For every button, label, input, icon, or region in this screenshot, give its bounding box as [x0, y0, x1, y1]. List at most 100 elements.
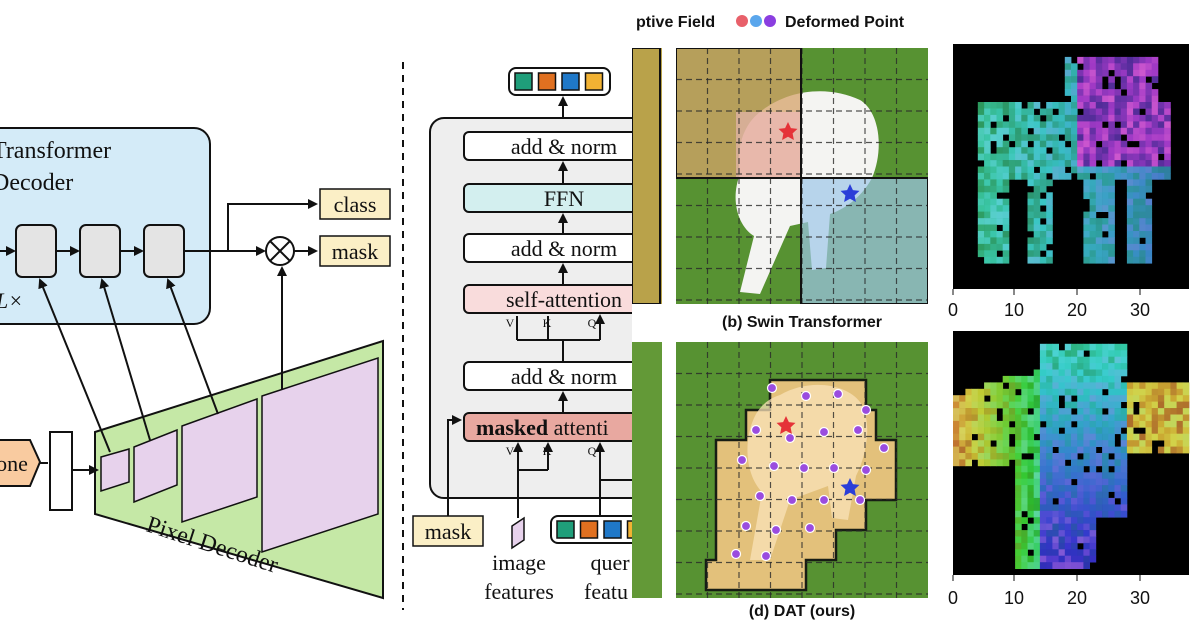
feature-pixel: [1046, 224, 1053, 232]
feature-pixel: [1151, 108, 1159, 116]
feature-pixel: [1102, 356, 1109, 364]
feature-pixel: [1021, 121, 1028, 129]
feature-pixel: [1133, 388, 1140, 396]
feature-pixel: [1151, 56, 1159, 64]
feature-pixel: [1120, 140, 1128, 148]
mask-output-box: [319, 235, 391, 267]
feature-pixel: [1108, 231, 1115, 238]
feature-pixel: [1139, 56, 1146, 64]
feature-pixel: [1021, 517, 1028, 524]
feature-pixel: [1071, 356, 1078, 364]
feature-pixel: [990, 166, 997, 174]
feature-pixel: [1145, 395, 1153, 402]
feature-pixel: [1133, 414, 1140, 422]
feature-pixel: [1064, 121, 1072, 129]
feature-pixel: [1064, 427, 1072, 435]
feature-pixel: [1021, 542, 1028, 550]
feature-pixel: [1108, 369, 1115, 377]
feature-pixel: [1015, 459, 1022, 467]
feature-pixel: [1046, 179, 1053, 187]
feature-pixel: [1126, 250, 1134, 258]
feature-pixel: [1089, 542, 1097, 550]
feature-pixel: [1083, 504, 1090, 512]
legend-receptive-field: ptive Field: [636, 14, 715, 31]
feature-pixel: [1164, 160, 1171, 167]
feature-pixel: [1033, 485, 1041, 492]
feature-pixel: [1182, 388, 1190, 396]
feature-pixel: [1133, 218, 1140, 225]
feature-pixel: [1039, 369, 1047, 377]
feature-pixel: [971, 401, 979, 409]
deformed-point: [750, 424, 762, 436]
feature-pixel: [1033, 179, 1041, 187]
feature-pixel: [1145, 134, 1153, 142]
feature-pixel: [1021, 446, 1028, 454]
feature-pixel: [1145, 147, 1153, 154]
feature-pixel: [1064, 440, 1072, 447]
feature-pixel: [990, 134, 997, 142]
feature-pixel: [1114, 350, 1122, 358]
feature-pixel: [1046, 369, 1053, 377]
feature-pixel: [1126, 179, 1134, 187]
feature-pixel: [984, 172, 991, 180]
feature-pixel: [959, 433, 966, 441]
feature-pixel: [1077, 82, 1084, 90]
feature-pixel: [1139, 102, 1146, 109]
feature-pixel: [1120, 343, 1128, 351]
blue-star-icon: [840, 184, 860, 202]
feature-pixel: [1015, 153, 1022, 161]
feature-pixel: [984, 256, 991, 264]
feature-pixel: [1089, 350, 1097, 358]
feature-pixel: [1071, 160, 1078, 167]
feature-pixel: [1021, 555, 1028, 563]
feature-pixel: [1052, 369, 1059, 377]
feature-pixel: [1133, 76, 1140, 83]
feature-pixel: [1027, 382, 1035, 390]
feature-pixel: [1039, 134, 1047, 142]
feature-pixel: [1039, 427, 1047, 435]
feature-pixel: [1015, 420, 1022, 428]
deformed-point: [860, 404, 872, 416]
feature-pixel: [953, 408, 960, 415]
feature-pixel: [1071, 530, 1078, 537]
feature-pixel: [1102, 198, 1109, 206]
feature-pixel: [1027, 478, 1035, 486]
feature-pixel: [1133, 224, 1140, 232]
deformed-point: [860, 464, 872, 476]
feature-pixel: [1071, 440, 1078, 447]
feature-pixel: [1095, 256, 1103, 264]
feature-pixel: [1095, 231, 1103, 238]
feature-pixel: [1083, 433, 1090, 441]
feature-pixel: [1120, 350, 1128, 358]
feature-pixel: [1089, 108, 1097, 116]
feature-pixel: [1027, 166, 1035, 174]
deformed-point: [770, 524, 782, 536]
feature-pixel: [1015, 427, 1022, 435]
feature-pixel: [1058, 140, 1066, 148]
feature-pixel: [1145, 243, 1153, 251]
feature-pixel: [1151, 408, 1159, 415]
feature-pixel: [1052, 382, 1059, 390]
feature-pixel: [1102, 453, 1109, 460]
feature-pixel: [1002, 414, 1010, 422]
output-token: [537, 72, 557, 91]
feature-pixel: [1083, 530, 1090, 537]
feature-pixel: [984, 401, 991, 409]
feature-pixel: [1133, 95, 1140, 103]
feature-pixel: [1058, 121, 1066, 129]
feature-pixel: [1071, 433, 1078, 441]
feature-pixel: [1126, 134, 1134, 142]
feature-pixel: [977, 446, 985, 454]
feature-pixel: [977, 102, 985, 109]
feature-pixel: [1064, 485, 1072, 492]
feature-pixel: [977, 114, 985, 122]
feature-pixel: [996, 388, 1004, 396]
feature-pixel: [1033, 114, 1041, 122]
feature-pixel: [996, 121, 1004, 129]
feature-pixel: [1052, 388, 1059, 396]
feature-pixel: [1015, 114, 1022, 122]
feature-pixel: [1182, 446, 1190, 454]
feature-pixel: [977, 140, 985, 148]
feature-pixel: [1120, 395, 1128, 402]
feature-pixel: [1077, 510, 1084, 518]
